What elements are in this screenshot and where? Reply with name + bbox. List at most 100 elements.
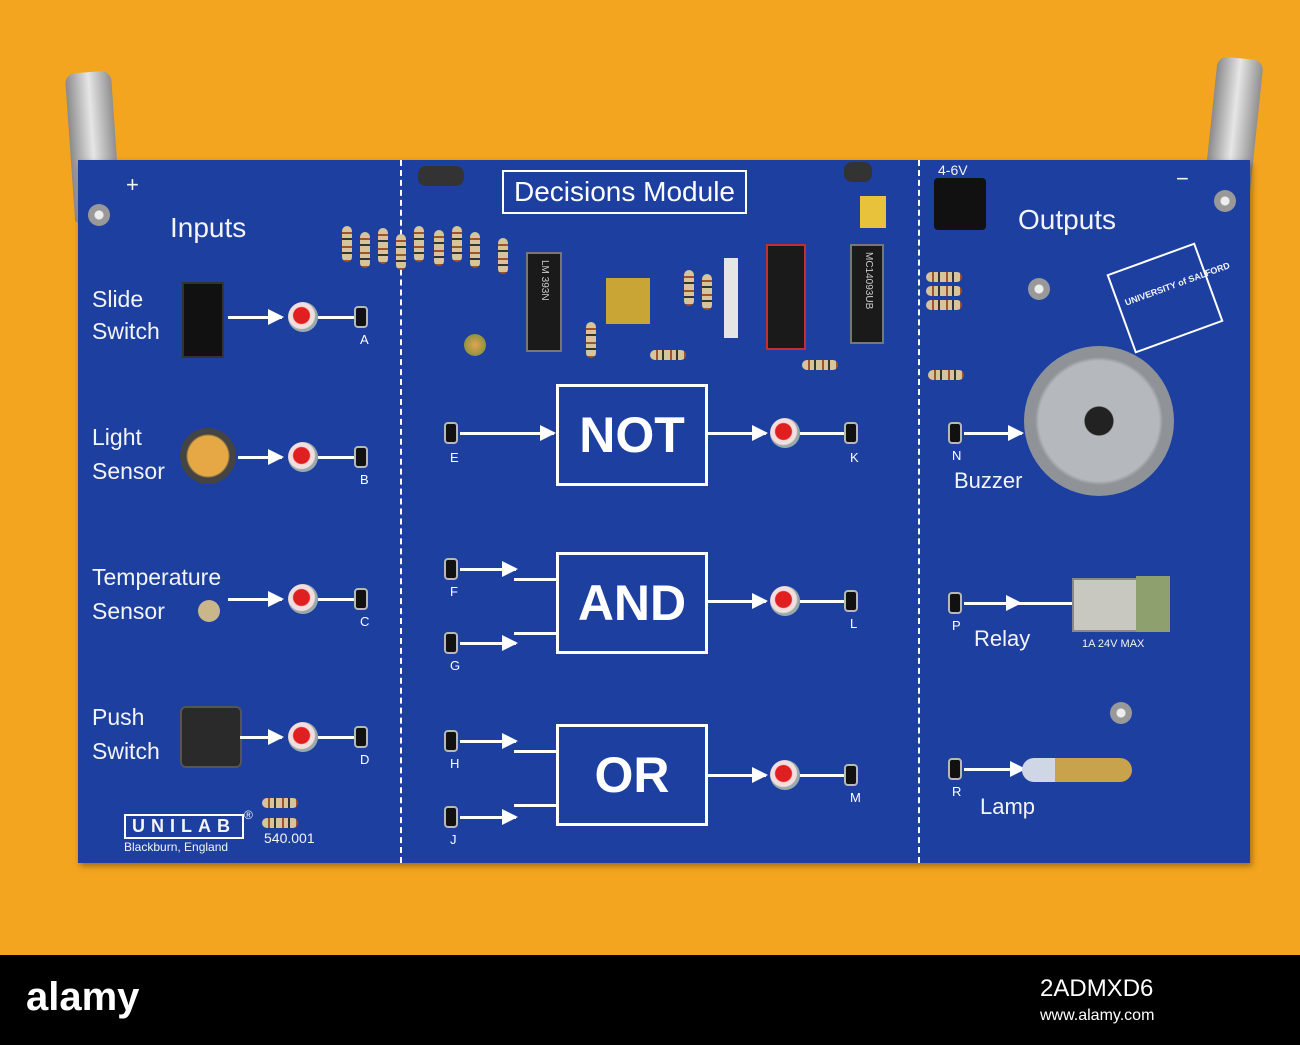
socket-p[interactable] (948, 592, 962, 614)
resistor (650, 350, 686, 360)
resistor (262, 818, 298, 828)
arrow (706, 593, 768, 609)
resistor (342, 226, 352, 262)
resistor (414, 226, 424, 262)
socket-g[interactable] (444, 632, 458, 654)
resistor (470, 232, 480, 268)
input-label: Light (92, 424, 142, 450)
relay-terminal-block (1136, 576, 1170, 632)
trace (514, 632, 556, 635)
capacitor-small (464, 334, 486, 356)
slide-switch[interactable] (182, 282, 224, 358)
arrow (460, 733, 518, 749)
power-connector (934, 178, 986, 230)
diode (418, 166, 464, 186)
relay-rating: 1A 24V MAX (1082, 638, 1145, 650)
socket-e[interactable] (444, 422, 458, 444)
trace (800, 432, 844, 435)
arrow (460, 809, 518, 825)
pin-l-label: L (850, 616, 858, 631)
pin-c-label: C (360, 614, 370, 629)
socket-k[interactable] (844, 422, 858, 444)
led-l (770, 586, 800, 616)
unilab-registered: ® (244, 808, 253, 822)
chip-lm393n-label: LM 393N (539, 260, 550, 301)
resistor (360, 232, 370, 268)
lamp (1022, 758, 1132, 782)
circuit-board: + − 4-6V Inputs Outputs Decisions Module (78, 160, 1250, 863)
socket-j[interactable] (444, 806, 458, 828)
pin-d-label: D (360, 752, 370, 767)
input-label: Sensor (92, 598, 165, 624)
divider-right (918, 160, 920, 863)
screw-right (1214, 190, 1236, 212)
buzzer-label: Buzzer (954, 468, 1023, 493)
watermark-url: www.alamy.com (1040, 1007, 1155, 1024)
socket-b[interactable] (354, 446, 368, 468)
trace (800, 774, 844, 777)
pin-m-label: M (850, 790, 861, 805)
resistor (262, 798, 298, 808)
tantalum-capacitor (860, 196, 886, 228)
socket-h[interactable] (444, 730, 458, 752)
resistor (378, 228, 388, 264)
resistor (926, 286, 962, 296)
led-c (288, 584, 318, 614)
trace (514, 804, 556, 807)
trace (514, 750, 556, 753)
resistor (586, 322, 596, 358)
and-gate: AND (556, 552, 708, 654)
resistor (928, 370, 964, 380)
input-label: Temperature (92, 564, 222, 590)
arrow (460, 635, 518, 651)
resistor (926, 300, 962, 310)
chip-mc14093ub-label: MC14093UB (863, 252, 874, 310)
chip-lm393n (526, 252, 562, 352)
relay (1072, 578, 1138, 632)
arrow (228, 591, 284, 607)
trace (318, 736, 354, 739)
pin-k-label: K (850, 450, 859, 465)
socket-f[interactable] (444, 558, 458, 580)
socket-r[interactable] (948, 758, 962, 780)
light-sensor (180, 428, 236, 484)
resistor (498, 238, 508, 274)
university-badge: UNIVERSITY of SALFORD (1106, 242, 1231, 354)
arrow (706, 425, 768, 441)
trace (514, 578, 556, 581)
input-label: Switch (92, 738, 160, 764)
push-switch[interactable] (180, 706, 242, 768)
input-label: Switch (92, 318, 160, 344)
trace (800, 600, 844, 603)
pin-p-label: P (952, 618, 961, 633)
pin-e-label: E (450, 450, 459, 465)
arrow (460, 561, 518, 577)
socket-m[interactable] (844, 764, 858, 786)
led-m (770, 760, 800, 790)
inputs-heading: Inputs (170, 212, 247, 243)
arrow (706, 767, 768, 783)
led-a (288, 302, 318, 332)
arrow (460, 425, 556, 441)
trace (318, 316, 354, 319)
socket-d[interactable] (354, 726, 368, 748)
resistor (434, 230, 444, 266)
trimmer-potentiometer (606, 278, 650, 324)
watermark-bar: alamy 2ADMXD6 www.alamy.com (0, 955, 1300, 1045)
pin-h-label: H (450, 756, 460, 771)
maker-place: Blackburn, England (124, 840, 229, 854)
relay-label: Relay (974, 626, 1031, 651)
socket-n[interactable] (948, 422, 962, 444)
pin-g-label: G (450, 658, 461, 673)
divider-left (400, 160, 402, 863)
pin-f-label: F (450, 584, 458, 599)
socket-c[interactable] (354, 588, 368, 610)
white-component (724, 258, 738, 338)
arrow (240, 729, 284, 745)
module-title: Decisions Module (502, 170, 747, 214)
trace (318, 456, 354, 459)
socket-l[interactable] (844, 590, 858, 612)
university-badge-text: UNIVERSITY of SALFORD (1123, 260, 1232, 308)
socket-a[interactable] (354, 306, 368, 328)
voltage-label: 4-6V (938, 162, 968, 178)
